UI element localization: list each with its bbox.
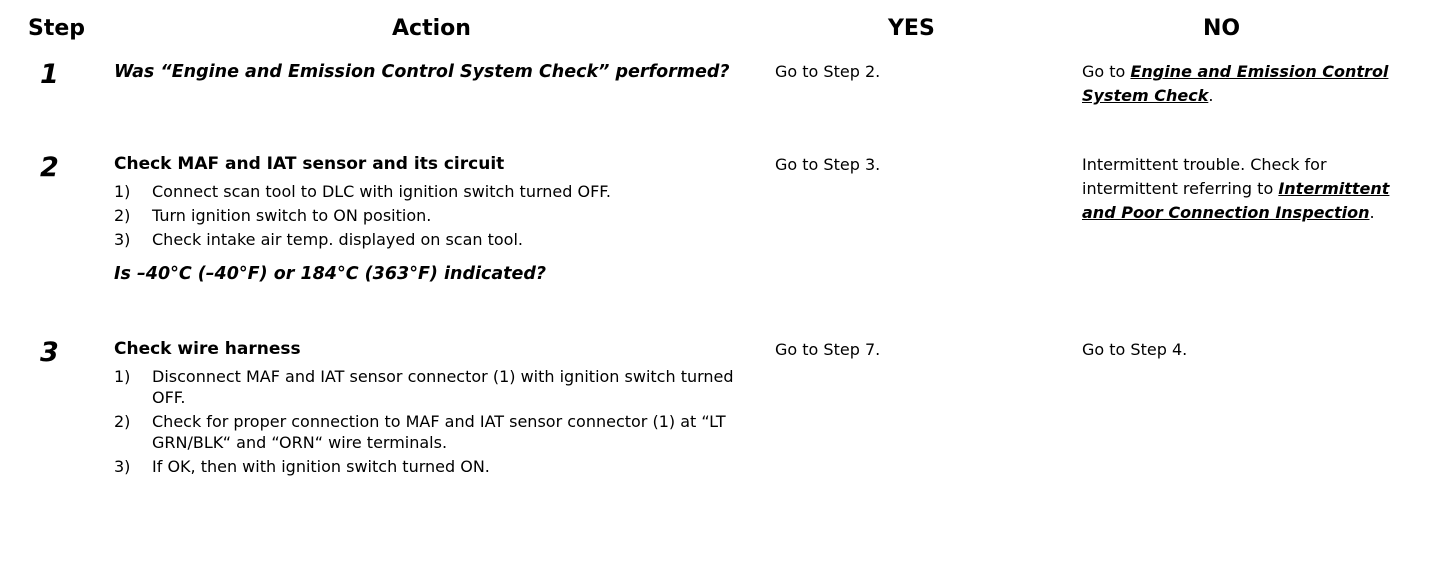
action-title: Was “Engine and Emission Control System …	[114, 62, 730, 82]
list-item-text: Check for proper connection to MAF and I…	[152, 412, 726, 452]
step-number: 3	[40, 337, 59, 368]
step-number-cell: 2	[40, 153, 100, 183]
diagnostic-flow-table: 1 Was “Engine and Emission Control Syste…	[0, 60, 1440, 508]
yes-text: Go to Step 2.	[775, 62, 881, 81]
action-cell: Check MAF and IAT sensor and its circuit…	[114, 153, 762, 286]
no-text: Go to Engine and Emission Control System…	[1082, 60, 1412, 108]
no-text: Intermittent trouble. Check for intermit…	[1082, 153, 1412, 225]
list-item-marker: 3)	[114, 230, 131, 249]
list-item-marker: 3)	[114, 457, 131, 476]
action-cell: Check wire harness 1) Disconnect MAF and…	[114, 338, 762, 480]
list-item-text: If OK, then with ignition switch turned …	[152, 457, 490, 476]
action-title: Check MAF and IAT sensor and its circuit	[114, 154, 505, 174]
list-item-marker: 2)	[114, 206, 131, 225]
no-text-suffix: .	[1369, 203, 1375, 222]
action-substep-list: 1) Disconnect MAF and IAT sensor connect…	[114, 366, 762, 477]
action-title: Check wire harness	[114, 339, 301, 359]
list-item: 2) Check for proper connection to MAF an…	[114, 411, 762, 453]
no-text: Go to Step 4.	[1082, 340, 1188, 359]
list-item-marker: 2)	[114, 412, 131, 431]
no-reference-link[interactable]: Engine and Emission Control System Check	[1082, 62, 1389, 105]
no-text-prefix: Go to	[1082, 62, 1131, 81]
step-number: 2	[40, 152, 59, 183]
yes-cell: Go to Step 7.	[775, 338, 1065, 362]
table-row: 2 Check MAF and IAT sensor and its circu…	[0, 153, 1440, 338]
list-item: 3) If OK, then with ignition switch turn…	[114, 456, 762, 477]
column-header-action: Action	[392, 16, 471, 41]
column-header-yes: YES	[888, 16, 935, 41]
list-item: 2) Turn ignition switch to ON position.	[114, 205, 762, 226]
table-header-row: Step Action YES NO	[0, 16, 1440, 50]
column-header-no: NO	[1203, 16, 1241, 41]
table-row: 3 Check wire harness 1) Disconnect MAF a…	[0, 338, 1440, 508]
list-item: 1) Connect scan tool to DLC with ignitio…	[114, 181, 762, 202]
step-number: 1	[40, 59, 59, 90]
step-number-cell: 3	[40, 338, 100, 368]
yes-text: Go to Step 7.	[775, 340, 881, 359]
no-cell: Intermittent trouble. Check for intermit…	[1082, 153, 1412, 225]
table-row: 1 Was “Engine and Emission Control Syste…	[0, 60, 1440, 153]
action-question: Is –40°C (–40°F) or 184°C (363°F) indica…	[114, 264, 547, 284]
list-item-text: Disconnect MAF and IAT sensor connector …	[152, 367, 734, 407]
yes-text: Go to Step 3.	[775, 155, 881, 174]
list-item-text: Check intake air temp. displayed on scan…	[152, 230, 523, 249]
yes-cell: Go to Step 3.	[775, 153, 1065, 177]
list-item-text: Turn ignition switch to ON position.	[152, 206, 432, 225]
list-item: 3) Check intake air temp. displayed on s…	[114, 229, 762, 250]
yes-cell: Go to Step 2.	[775, 60, 1065, 84]
column-header-step: Step	[28, 16, 86, 41]
no-reference-link[interactable]: Intermittent and Poor Connection Inspect…	[1082, 179, 1390, 222]
list-item: 1) Disconnect MAF and IAT sensor connect…	[114, 366, 762, 408]
no-text-suffix: .	[1208, 86, 1214, 105]
list-item-marker: 1)	[114, 367, 131, 386]
action-substep-list: 1) Connect scan tool to DLC with ignitio…	[114, 181, 762, 250]
no-cell: Go to Step 4.	[1082, 338, 1412, 362]
no-text-prefix: Intermittent trouble. Check for intermit…	[1082, 155, 1327, 198]
list-item-text: Connect scan tool to DLC with ignition s…	[152, 182, 611, 201]
action-cell: Was “Engine and Emission Control System …	[114, 60, 762, 84]
no-cell: Go to Engine and Emission Control System…	[1082, 60, 1412, 108]
list-item-marker: 1)	[114, 182, 131, 201]
step-number-cell: 1	[40, 60, 100, 90]
